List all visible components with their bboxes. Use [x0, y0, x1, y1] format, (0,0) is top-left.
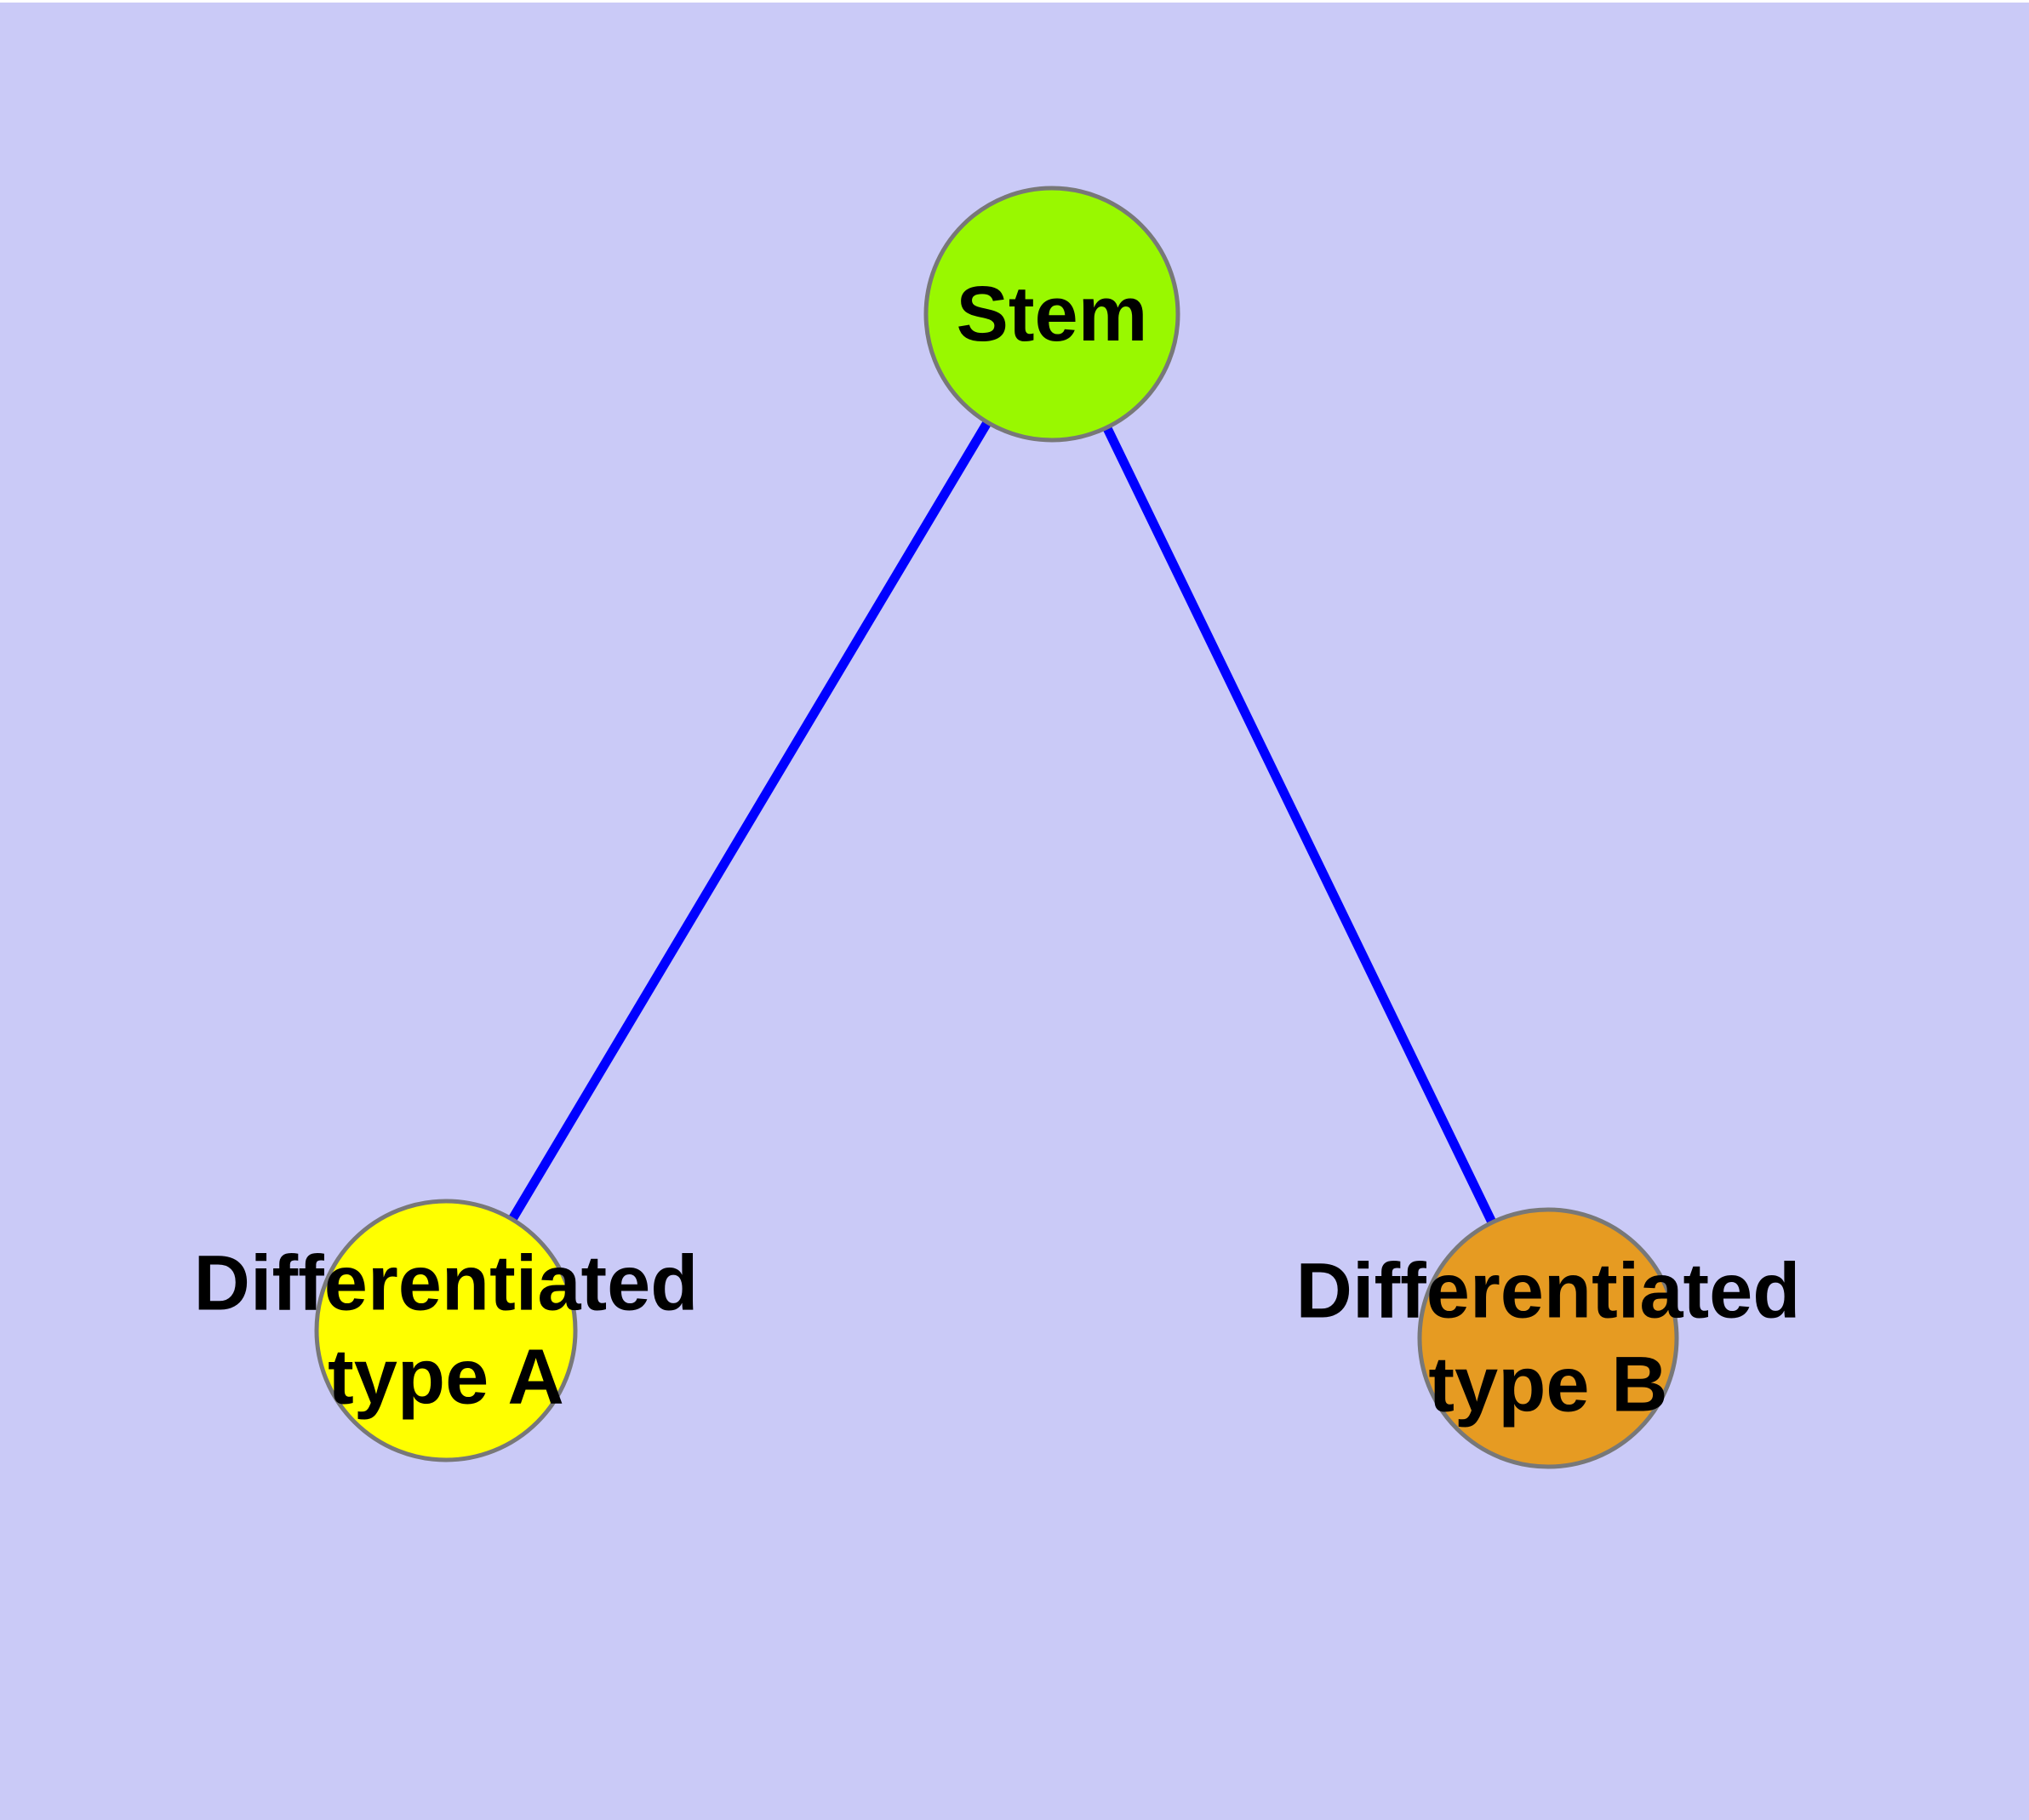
edges-layer — [442, 312, 1552, 1341]
node-stem-circle — [923, 186, 1180, 443]
node-type-b-circle — [1417, 1207, 1679, 1469]
edge-stem-type-a — [442, 312, 1056, 1333]
nodes-layer — [314, 186, 1679, 1469]
node-type-a-circle — [314, 1199, 578, 1462]
edge-stem-type-b — [1048, 312, 1552, 1341]
top-margin-strip — [0, 0, 2029, 3]
